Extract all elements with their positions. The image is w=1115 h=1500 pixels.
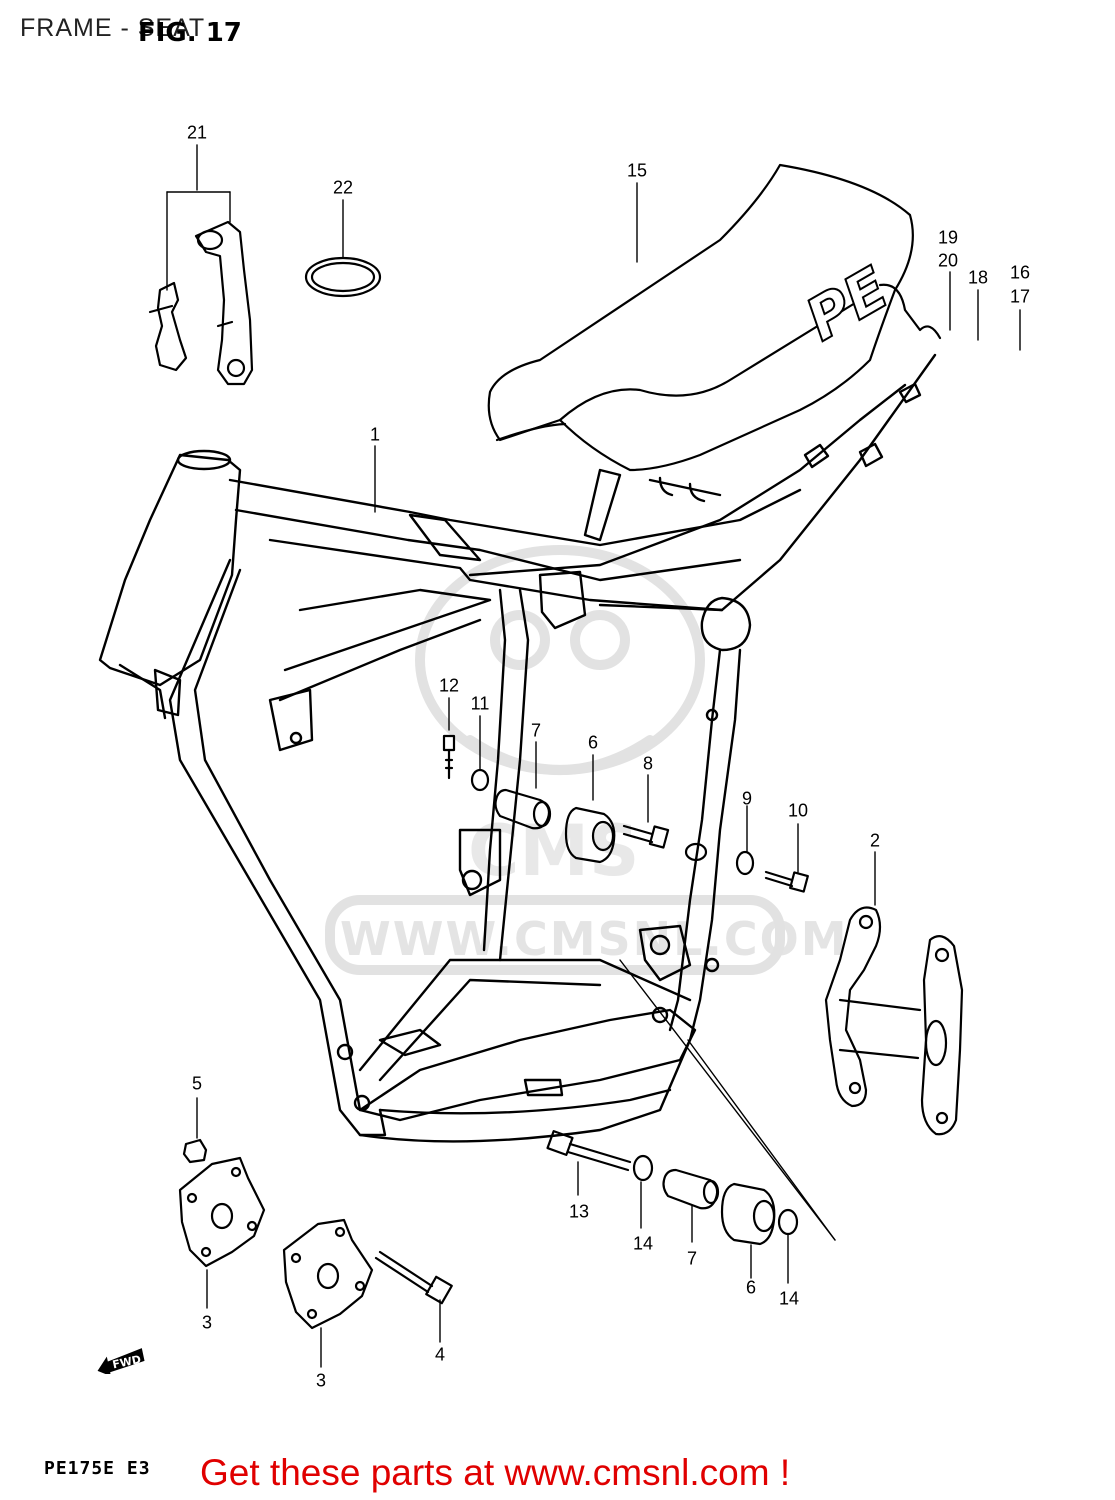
callout-12: 12 xyxy=(438,675,460,696)
model-code: PE175E E3 xyxy=(44,1458,151,1479)
callout-15: 15 xyxy=(626,160,648,181)
callout-7-upper: 7 xyxy=(530,720,542,741)
callout-13: 13 xyxy=(568,1201,590,1222)
callout-8: 8 xyxy=(642,753,654,774)
callout-16: 16 xyxy=(1009,262,1031,283)
part-washer-11 xyxy=(470,768,490,792)
part-plate-3a xyxy=(178,1156,266,1268)
part-bolt-13 xyxy=(546,1130,632,1172)
part-o-ring xyxy=(304,256,382,298)
part-plate-3b xyxy=(282,1218,374,1330)
forward-arrow-label: FWD xyxy=(111,1353,142,1372)
part-bushing-upper xyxy=(564,806,616,864)
part-bushing-lower xyxy=(720,1182,776,1246)
callout-14-left: 14 xyxy=(632,1233,654,1254)
part-seat xyxy=(487,163,942,472)
part-bolt-12 xyxy=(442,734,456,780)
page-header-title: FRAME - SEAT xyxy=(20,14,206,42)
callout-10: 10 xyxy=(787,800,809,821)
part-bolt-8 xyxy=(622,824,670,849)
callout-9: 9 xyxy=(741,788,753,809)
leader-lines xyxy=(166,144,1021,1368)
callout-3-right: 3 xyxy=(315,1370,327,1391)
part-bolt-10 xyxy=(764,870,809,893)
part-collar-lower xyxy=(662,1168,720,1210)
forward-arrow-icon: FWD xyxy=(97,1348,145,1374)
part-frame xyxy=(98,353,937,1143)
callout-22: 22 xyxy=(332,177,354,198)
callout-7-lower: 7 xyxy=(686,1248,698,1269)
callout-6-upper: 6 xyxy=(587,732,599,753)
watermark-url: WWW.CMSNL.COM xyxy=(340,912,849,966)
part-nut-5 xyxy=(182,1138,208,1164)
callout-20: 20 xyxy=(937,250,959,271)
callout-21: 21 xyxy=(186,122,208,143)
callout-19: 19 xyxy=(937,227,959,248)
part-collar-upper xyxy=(494,788,552,830)
part-washer-9 xyxy=(735,850,755,876)
watermark-mascot xyxy=(325,545,785,975)
callout-11: 11 xyxy=(470,693,490,714)
part-washer-14a xyxy=(632,1154,654,1182)
callout-2: 2 xyxy=(869,830,881,851)
figure-number: FIG. 17 xyxy=(138,18,242,48)
callout-6-lower: 6 xyxy=(745,1277,757,1298)
callout-17: 17 xyxy=(1009,286,1031,307)
part-collar-frame xyxy=(684,842,708,862)
callout-4: 4 xyxy=(434,1344,446,1365)
promo-link[interactable]: Get these parts at www.cmsnl.com ! xyxy=(200,1452,791,1493)
callout-3-left: 3 xyxy=(201,1312,213,1333)
callout-18: 18 xyxy=(967,267,989,288)
callout-1: 1 xyxy=(369,424,381,445)
part-washer-14b xyxy=(777,1208,799,1236)
part-footrest-bracket xyxy=(824,906,964,1136)
callout-14-right: 14 xyxy=(778,1288,800,1309)
callout-5: 5 xyxy=(191,1073,203,1094)
part-chain-adjusters xyxy=(148,220,254,386)
part-bolt-4 xyxy=(374,1250,453,1305)
